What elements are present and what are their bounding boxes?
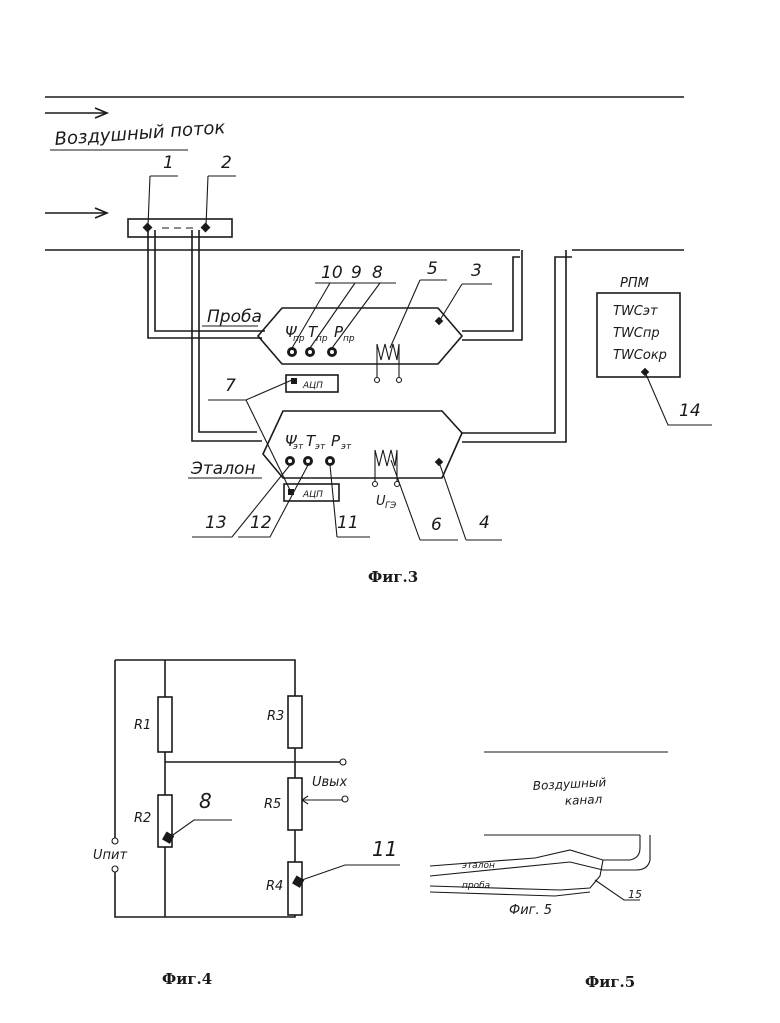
fig5-probe-pipe-lower [430, 892, 590, 896]
airflow-arrow-bottom [45, 208, 107, 218]
airflow-arrow-top [45, 108, 107, 118]
etalon-adc-label: АЦП [302, 490, 323, 500]
fig4-caption: Фиг.4 [162, 970, 212, 988]
fig4-label-11: 11 [372, 837, 397, 861]
fig5-etalon-label: эталон [462, 861, 495, 871]
fig4-label-8: 8 [199, 789, 212, 813]
resistor-r4 [288, 862, 302, 915]
etalon-heater-terminal-left [373, 482, 378, 487]
probe-adc-label: АЦП [302, 381, 323, 391]
resistor-r1 [158, 697, 172, 752]
fig4-bridge-circuit: Uпит R1 R2 8 R3 R5 R4 Uвых 11 Фиг.4 [93, 660, 400, 988]
rpm-title: РПМ [620, 276, 649, 291]
probe-heater-terminal-left [375, 378, 380, 383]
label-12: 12 [250, 513, 272, 533]
bridge-top-wire [115, 660, 295, 696]
label-1: 1 [163, 153, 174, 173]
leader-3 [440, 284, 492, 320]
upit-label: Uпит [93, 848, 127, 863]
uout-label: Uвых [312, 775, 347, 790]
r1-label: R1 [134, 718, 151, 733]
probe-2-point [201, 223, 211, 233]
upit-terminal-bottom [112, 866, 118, 872]
fig5-caption: Фиг.5 [585, 973, 635, 991]
etalon-label: Эталон [190, 459, 256, 479]
label-5: 5 [427, 259, 438, 279]
r2-label: R2 [134, 811, 151, 826]
label-8: 8 [372, 263, 383, 283]
pipe-etalon-outer [192, 230, 262, 441]
etalon-p-sub: эт [341, 442, 352, 452]
label-9: 9 [351, 263, 362, 283]
leader-8 [332, 283, 380, 348]
etalon-p: P [331, 432, 341, 450]
probe-sensors: Ψ пр T пр P пр [285, 323, 355, 357]
resistor-r3 [288, 696, 302, 748]
label-6: 6 [431, 515, 442, 535]
probe-chamber-marker [435, 317, 443, 325]
uout-terminal-bottom [342, 796, 348, 802]
rpm-line-1: TWCэт [613, 304, 658, 319]
fig3-diagram: Воздушный поток 1 2 [45, 97, 712, 586]
leader-5 [390, 280, 447, 348]
fig5-channel-line2: канал [564, 792, 602, 808]
leader-4 [440, 465, 502, 540]
rpm-line-2: TWCпр [613, 326, 660, 341]
r3-label: R3 [267, 709, 284, 724]
label-2: 2 [221, 153, 232, 173]
leader-fig4-8 [170, 820, 232, 837]
label-10: 10 [321, 263, 343, 283]
etalon-sensors: Ψ эт T эт P эт [285, 432, 352, 466]
probe-t-sub: пр [316, 334, 328, 344]
leader-6 [391, 460, 458, 540]
probe-heater-terminal-right [397, 378, 402, 383]
airflow-label: Воздушный поток [54, 117, 226, 150]
label-13: 13 [205, 513, 227, 533]
label-7: 7 [225, 376, 236, 396]
heater-voltage-sub: ГЭ [385, 501, 397, 511]
r5-label: R5 [264, 797, 281, 812]
upit-terminal-top [112, 838, 118, 844]
label-11: 11 [337, 513, 359, 533]
probe-adc-marker [291, 378, 297, 384]
label-14: 14 [679, 401, 701, 421]
leader-fig4-11 [299, 865, 400, 881]
r5-wiper [302, 796, 343, 804]
fig5-channel-line1: Воздушный [532, 775, 606, 793]
label-4: 4 [479, 513, 490, 533]
label-3: 3 [471, 261, 482, 281]
rpm-line-3: TWCокр [613, 348, 667, 363]
probe-label: Проба [207, 307, 262, 327]
probe-p-sub: пр [343, 334, 355, 344]
etalon-t-sub: эт [315, 442, 326, 452]
etalon-psi-sub: эт [293, 442, 304, 452]
resistor-r5 [288, 778, 302, 830]
fig5-figure-label: Фиг. 5 [509, 903, 552, 918]
fig5-proba-label: проба [462, 881, 490, 891]
r4-label: R4 [266, 879, 283, 894]
etalon-exhaust-upper [462, 257, 572, 433]
fig5-air-channel: Воздушный канал эталон проба Фиг. 5 15 Ф… [430, 752, 668, 991]
uout-terminal-top [340, 759, 346, 765]
etalon-chamber-marker [435, 458, 443, 466]
fig5-label-15: 15 [628, 888, 642, 901]
probe-heater [377, 344, 399, 378]
fig3-caption: Фиг.3 [368, 568, 418, 586]
